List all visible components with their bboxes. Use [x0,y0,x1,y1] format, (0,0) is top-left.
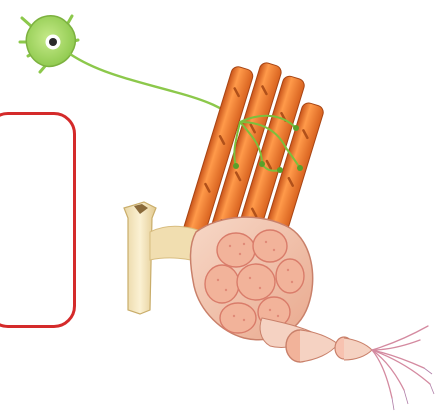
fascicle [237,264,275,300]
fascicle [276,259,304,293]
neuron [20,16,240,122]
fascicle [220,303,256,333]
muscle [150,217,434,410]
neuron-nucleolus [49,38,57,46]
fascicle [253,230,287,262]
myofibril-strands [372,326,430,398]
fascicle [205,265,239,303]
neuron-axon [70,54,240,122]
myofibril-strands-fine [392,368,434,410]
fascicle [217,233,255,267]
